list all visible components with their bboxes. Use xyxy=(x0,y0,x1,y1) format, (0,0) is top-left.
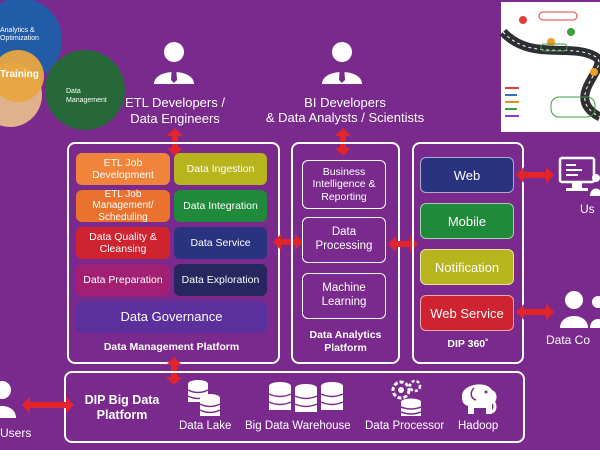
data-lake-label: Data Lake xyxy=(179,420,232,432)
hadoop-label: Hadoop xyxy=(458,420,499,432)
computer-user-icon xyxy=(558,156,600,196)
arrow-web-to-users xyxy=(516,167,554,183)
etl-job-development-box[interactable]: ETL Job Development xyxy=(76,153,170,185)
mobile-button[interactable]: Mobile xyxy=(420,203,514,239)
machine-learning-box[interactable]: Machine Learning xyxy=(302,273,386,319)
data-analytics-platform-panel xyxy=(291,142,400,364)
data-consumer-person-icon xyxy=(560,291,600,328)
data-analytics-platform-title-line1: Data Analytics xyxy=(309,329,382,341)
bi-developers-heading-line2: & Data Analysts / Scientists xyxy=(265,110,425,125)
data-ingestion-box[interactable]: Data Ingestion xyxy=(174,153,267,185)
big-data-warehouse-label: Big Data Warehouse xyxy=(245,420,351,432)
web-button[interactable]: Web xyxy=(420,157,514,193)
data-processor-label: Data Processor xyxy=(365,420,445,432)
data-processor-icon xyxy=(391,379,422,416)
etl-developers-heading: ETL Developers / Data Engineers xyxy=(125,95,225,127)
etl-job-management-box[interactable]: ETL Job Management/ Scheduling xyxy=(76,189,170,223)
big-data-platform-title-line2: Platform xyxy=(96,408,148,422)
business-intelligence-box[interactable]: Business Intelligence & Reporting xyxy=(302,160,386,209)
arrow-webservice-to-data-consumer xyxy=(516,304,554,320)
left-users-label: Users xyxy=(0,426,32,440)
arrow-dmp-to-analytics xyxy=(273,234,303,250)
dip360-title: DIP 360˚ xyxy=(447,338,489,350)
venn-label-analytics: Analytics & Optimization xyxy=(0,27,39,43)
venn-diagram xyxy=(0,0,125,130)
data-processing-box[interactable]: Data Processing xyxy=(302,217,386,263)
roadmap-road-icon xyxy=(499,11,600,122)
web-service-button[interactable]: Web Service xyxy=(420,295,514,331)
venn-label-training: Training xyxy=(0,69,39,80)
data-exploration-box[interactable]: Data Exploration xyxy=(174,264,267,296)
venn-label-data-management: Data Management xyxy=(66,88,107,105)
venn-circle-data-management xyxy=(45,50,125,130)
arrow-users-to-bigdata xyxy=(22,397,74,413)
data-lake-icon xyxy=(187,380,221,416)
notification-button[interactable]: Notification xyxy=(420,249,514,285)
bi-developers-heading-line1: BI Developers xyxy=(304,95,386,110)
right-users-label: Us xyxy=(580,202,595,216)
data-integration-box[interactable]: Data Integration xyxy=(174,190,267,222)
data-quality-box[interactable]: Data Quality & Cleansing xyxy=(76,227,170,259)
data-preparation-box[interactable]: Data Preparation xyxy=(76,264,170,296)
data-service-box[interactable]: Data Service xyxy=(174,227,267,259)
roadmap-thumbnail xyxy=(499,2,600,132)
big-data-platform-title-line1: DIP Big Data xyxy=(84,393,160,407)
left-users-person-icon xyxy=(0,381,16,418)
hadoop-elephant-icon xyxy=(462,384,497,414)
etl-developer-person-icon xyxy=(154,42,194,84)
data-management-platform-title: Data Management Platform xyxy=(103,341,240,353)
data-governance-box[interactable]: Data Governance xyxy=(76,301,267,333)
big-data-warehouse-icon xyxy=(268,382,344,412)
data-analytics-platform-title-line2: Platform xyxy=(324,342,367,354)
venn-circle-training-core xyxy=(0,50,44,102)
data-consumer-label: Data Co xyxy=(546,333,591,347)
arrow-analytics-to-dip360 xyxy=(388,236,418,252)
dip360-panel xyxy=(412,142,524,364)
bi-developer-person-icon xyxy=(322,42,362,84)
